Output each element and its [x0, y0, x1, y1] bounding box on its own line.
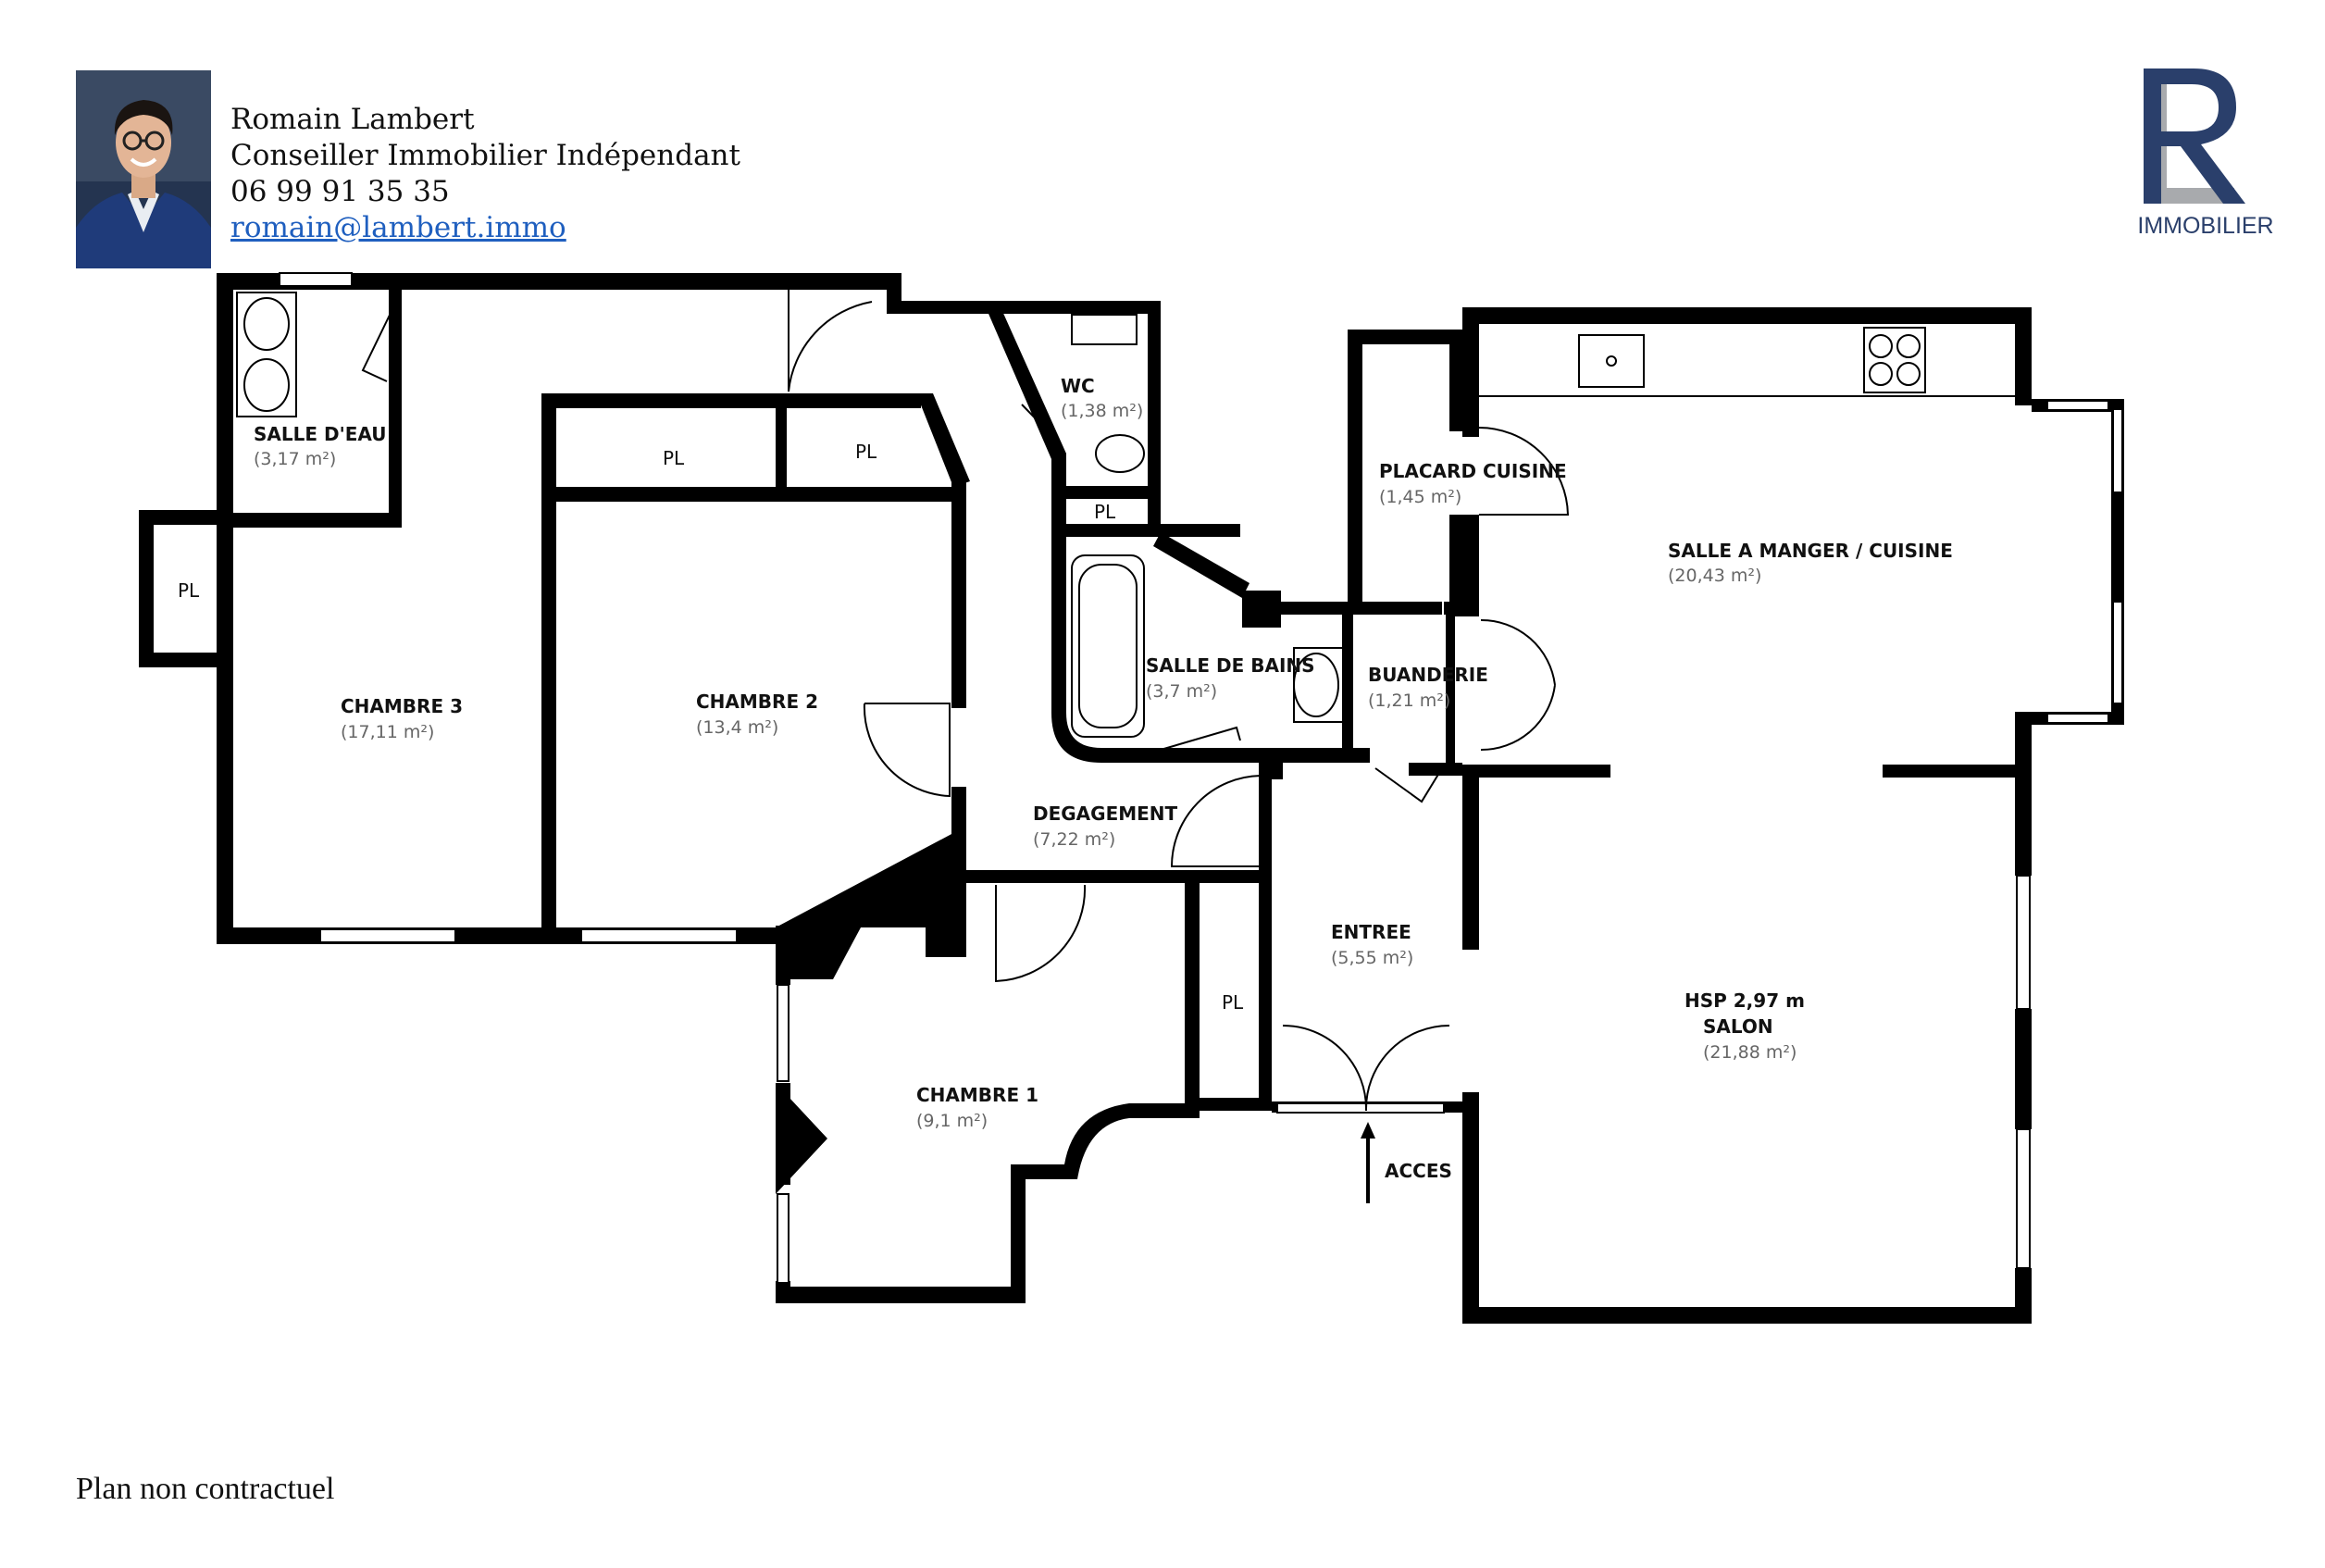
salle-deau-area: (3,17 m²) [254, 449, 336, 469]
agent-name: Romain Lambert [230, 103, 475, 136]
kitchen-sink-icon [1578, 334, 1645, 388]
entree-name: ENTREE [1331, 921, 1411, 943]
agent-photo [76, 70, 211, 268]
agent-email-link[interactable]: romain@lambert.immo [230, 211, 566, 244]
chambre2-area: (13,4 m²) [696, 717, 778, 738]
walls [139, 273, 2124, 1324]
disclaimer-text: Plan non contractuel [76, 1472, 335, 1506]
wc-name: WC [1061, 375, 1095, 397]
closet-label-chambre2-a: PL [663, 447, 685, 469]
closet-label-left: PL [178, 579, 200, 602]
chambre1-name: CHAMBRE 1 [916, 1084, 1038, 1106]
agent-portrait-icon [76, 70, 211, 268]
closet-label-entree: PL [1222, 991, 1244, 1014]
salle-a-manger-area: (20,43 m²) [1668, 566, 1761, 586]
salle-deau-name: SALLE D'EAU [254, 423, 387, 445]
degagement-name: DEGAGEMENT [1033, 803, 1178, 825]
salon-name: SALON [1703, 1015, 1773, 1038]
room-labels: SALLE D'EAU (3,17 m²) CHAMBRE 3 (17,11 m… [178, 375, 1953, 1182]
access-arrow-icon [1361, 1122, 1375, 1203]
bath-sink-icon [1293, 647, 1345, 723]
salle-de-bains-area: (3,7 m²) [1146, 681, 1217, 702]
placard-cuisine-area: (1,45 m²) [1379, 487, 1461, 507]
brand-logo: IMMOBILIER [2127, 67, 2284, 239]
buanderie-area: (1,21 m²) [1368, 691, 1450, 711]
agent-title: Conseiller Immobilier Indépendant [230, 139, 740, 172]
fixtures [236, 292, 2015, 738]
chambre1-area: (9,1 m²) [916, 1111, 988, 1131]
toilet-bowl-icon [1095, 434, 1145, 473]
wc-area: (1,38 m²) [1061, 401, 1143, 421]
degagement-area: (7,22 m²) [1033, 829, 1115, 850]
agent-phone: 06 99 91 35 35 [230, 175, 450, 208]
windows [279, 272, 2123, 1284]
double-sink-icon [236, 292, 297, 417]
doors [361, 290, 1570, 1112]
entree-area: (5,55 m²) [1331, 948, 1413, 968]
toilet-tank-icon [1071, 314, 1138, 345]
placard-cuisine-name: PLACARD CUISINE [1379, 460, 1567, 482]
chambre3-name: CHAMBRE 3 [341, 695, 463, 717]
logo-subtitle: IMMOBILIER [2137, 213, 2273, 239]
buanderie-name: BUANDERIE [1368, 664, 1488, 686]
agent-contact-block: Romain Lambert Conseiller Immobilier Ind… [230, 102, 740, 246]
bathtub-icon [1071, 554, 1145, 738]
cooktop-icon [1863, 327, 1926, 393]
chambre3-area: (17,11 m²) [341, 722, 434, 742]
access-label: ACCES [1385, 1160, 1452, 1182]
salon-area: (21,88 m²) [1703, 1042, 1797, 1063]
closet-label-wc: PL [1094, 501, 1116, 523]
chambre2-name: CHAMBRE 2 [696, 691, 818, 713]
closet-label-chambre2-b: PL [855, 441, 877, 463]
salle-de-bains-name: SALLE DE BAINS [1146, 654, 1315, 677]
rl-logo-icon: IMMOBILIER [2137, 68, 2274, 239]
salle-a-manger-name: SALLE A MANGER / CUISINE [1668, 540, 1953, 562]
salon-hsp: HSP 2,97 m [1685, 989, 1805, 1012]
